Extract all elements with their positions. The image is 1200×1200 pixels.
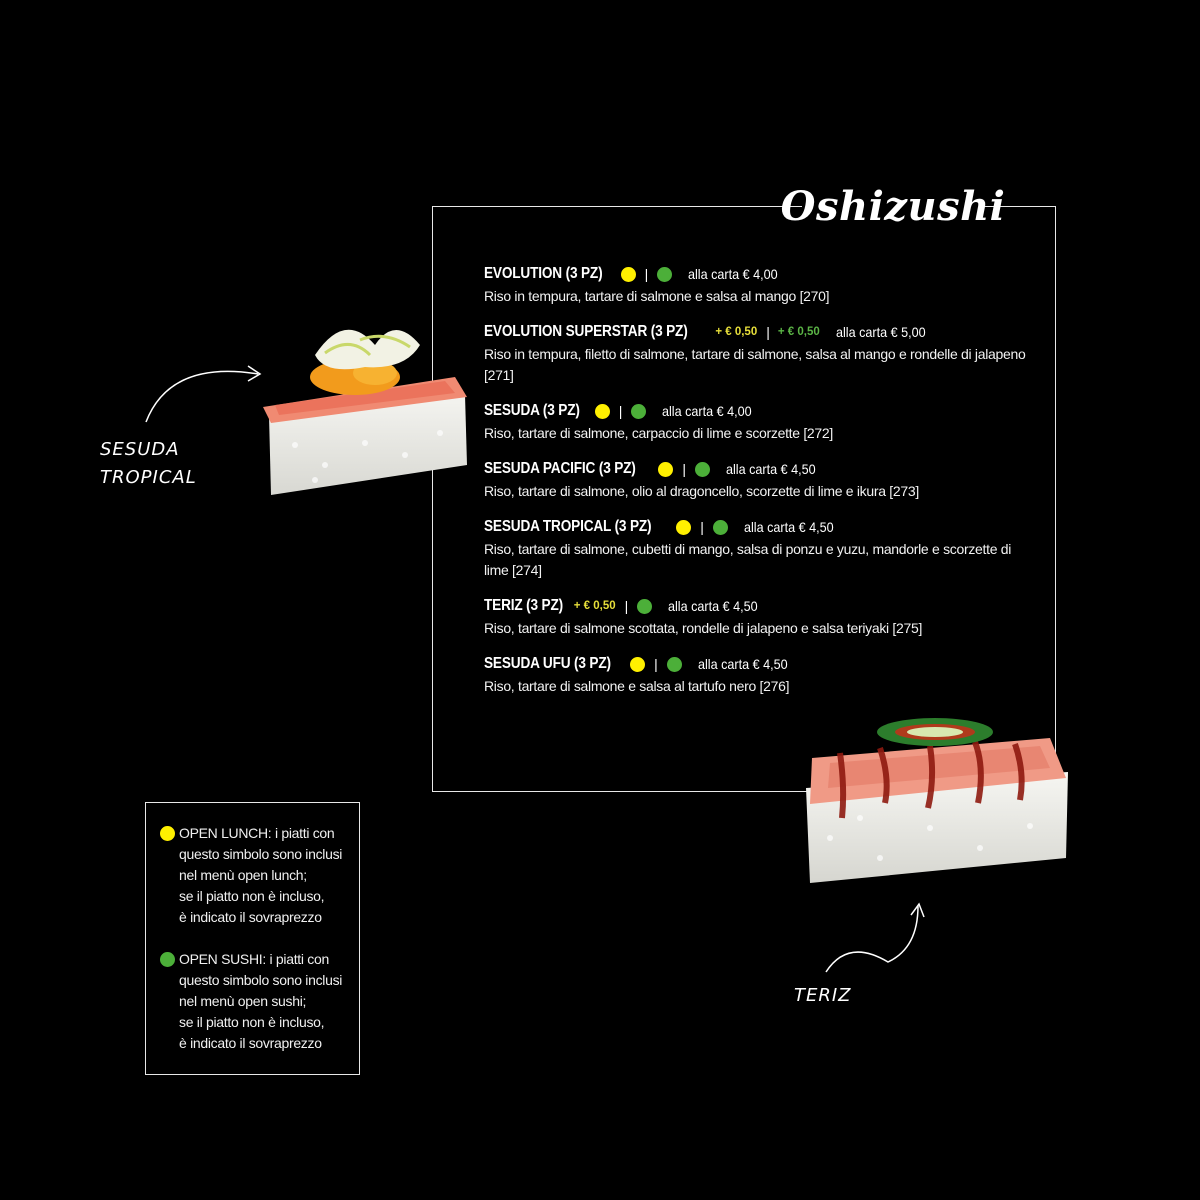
open-lunch-dot-icon [160, 826, 175, 841]
menu-item-price: alla carta € 4,50 [743, 519, 834, 535]
menu-item-price: alla carta € 4,00 [662, 403, 753, 419]
menu-item-header: EVOLUTION (3 PZ) | alla carta € 4,00 [484, 262, 1029, 286]
open-lunch-surcharge: + € 0,50 [573, 600, 616, 612]
caption-line: SESUDA [100, 439, 180, 460]
menu-item-description: Riso in tempura, tartare di salmone e sa… [484, 288, 830, 304]
legend-line: nel menù open lunch; [179, 867, 307, 883]
legend-line: è indicato il sovraprezzo [179, 1035, 322, 1051]
menu-title: Oshizushi [780, 182, 1006, 230]
open-lunch-dot-icon [620, 266, 636, 282]
legend-line: se il piatto non è incluso, [179, 888, 325, 904]
legend-line: OPEN LUNCH: i piatti con [179, 825, 335, 841]
open-sushi-dot-icon [160, 952, 175, 967]
menu-item-description: Riso, tartare di salmone, carpaccio di l… [484, 425, 833, 441]
legend-line: questo simbolo sono inclusi [179, 846, 343, 862]
separator: | [624, 598, 629, 614]
menu-item-price: alla carta € 4,50 [697, 656, 788, 672]
separator: | [644, 266, 649, 282]
legend-open-sushi-text: OPEN SUSHI: i piatti con questo simbolo s… [179, 949, 342, 1054]
menu-item-name: EVOLUTION SUPERSTAR (3 PZ) [484, 323, 688, 340]
menu-item-price: alla carta € 5,00 [835, 324, 926, 340]
separator: | [700, 519, 704, 535]
open-lunch-dot-icon [630, 656, 646, 672]
menu-item-header: TERIZ (3 PZ) + € 0,50 | alla carta € 4,50 [484, 594, 1029, 618]
menu-item-name: SESUDA (3 PZ) [484, 402, 580, 419]
menu-item-name: TERIZ (3 PZ) [484, 597, 563, 614]
menu-title-wrap: Oshizushi [781, 176, 1005, 236]
sushi-photo-sesuda-tropical [263, 329, 467, 495]
legend-box: OPEN LUNCH: i piatti con questo simbolo s… [145, 802, 360, 1075]
menu-item-name: SESUDA PACIFIC (3 PZ) [484, 460, 636, 477]
legend-open-sushi: OPEN SUSHI: i piatti con questo simbolo s… [160, 949, 359, 1054]
menu-item-header: SESUDA (3 PZ) | alla carta € 4,00 [484, 399, 1029, 423]
open-sushi-dot-icon [657, 266, 673, 282]
caption-line: TERIZ [794, 985, 852, 1006]
menu-item-name: SESUDA TROPICAL (3 PZ) [484, 518, 652, 535]
menu-item-price: alla carta € 4,50 [725, 461, 816, 477]
menu-item-description: Riso in tempura, filetto di salmone, tar… [484, 346, 1026, 383]
menu-item-price: alla carta € 4,50 [668, 598, 758, 614]
menu-item-description: Riso, tartare di salmone e salsa al tart… [484, 678, 790, 694]
separator: | [618, 403, 623, 419]
open-sushi-dot-icon [694, 461, 710, 477]
open-lunch-dot-icon [658, 461, 674, 477]
open-sushi-dot-icon [712, 519, 728, 535]
legend-line: nel menù open sushi; [179, 993, 307, 1009]
open-sushi-surcharge: + € 0,50 [777, 326, 820, 338]
menu-item: SESUDA TROPICAL (3 PZ) | alla carta € 4,50… [484, 515, 1029, 581]
open-lunch-surcharge: + € 0,50 [715, 326, 758, 338]
menu-item-description: Riso, tartare di salmone scottata, ronde… [484, 620, 923, 636]
curved-arrow-icon [145, 365, 262, 423]
caption-teriz: TERIZ [794, 982, 852, 1010]
open-sushi-dot-icon [637, 598, 653, 614]
menu-item-name: SESUDA UFU (3 PZ) [484, 655, 611, 672]
separator: | [766, 324, 770, 340]
caption-sesuda-tropical: SESUDA TROPICAL [100, 436, 197, 492]
sushi-photo-teriz [806, 718, 1068, 883]
open-lunch-dot-icon [676, 519, 692, 535]
menu-item-header: EVOLUTION SUPERSTAR (3 PZ) + € 0,50 | + € 0… [484, 320, 1029, 344]
menu-item-header: SESUDA PACIFIC (3 PZ) | alla carta € 4,50 [484, 457, 1029, 481]
legend-line: OPEN SUSHI: i piatti con [179, 951, 329, 967]
menu-frame [432, 206, 1056, 792]
menu-item-description: Riso, tartare di salmone, cubetti di man… [484, 541, 1012, 578]
menu-item-header: SESUDA TROPICAL (3 PZ) | alla carta € 4,50 [484, 515, 1029, 539]
separator: | [682, 461, 686, 477]
open-sushi-dot-icon [666, 656, 682, 672]
open-sushi-dot-icon [631, 403, 647, 419]
menu-item-description: Riso, tartare di salmone, olio al dragon… [484, 483, 919, 499]
caption-line: TROPICAL [100, 467, 197, 488]
curved-arrow-icon [825, 902, 925, 973]
legend-line: se il piatto non è incluso, [179, 1014, 325, 1030]
legend-open-lunch: OPEN LUNCH: i piatti con questo simbolo s… [160, 823, 359, 928]
menu-item-name: EVOLUTION (3 PZ) [484, 265, 603, 282]
legend-open-lunch-text: OPEN LUNCH: i piatti con questo simbolo s… [179, 823, 342, 928]
menu-item-price: alla carta € 4,00 [688, 266, 778, 282]
legend-line: questo simbolo sono inclusi [179, 972, 343, 988]
menu-item: EVOLUTION SUPERSTAR (3 PZ) + € 0,50 | + € 0… [484, 320, 1029, 386]
separator: | [654, 656, 658, 672]
legend-line: è indicato il sovraprezzo [179, 909, 322, 925]
menu-item-header: SESUDA UFU (3 PZ) | alla carta € 4,50 [484, 652, 1029, 676]
open-lunch-dot-icon [594, 403, 610, 419]
